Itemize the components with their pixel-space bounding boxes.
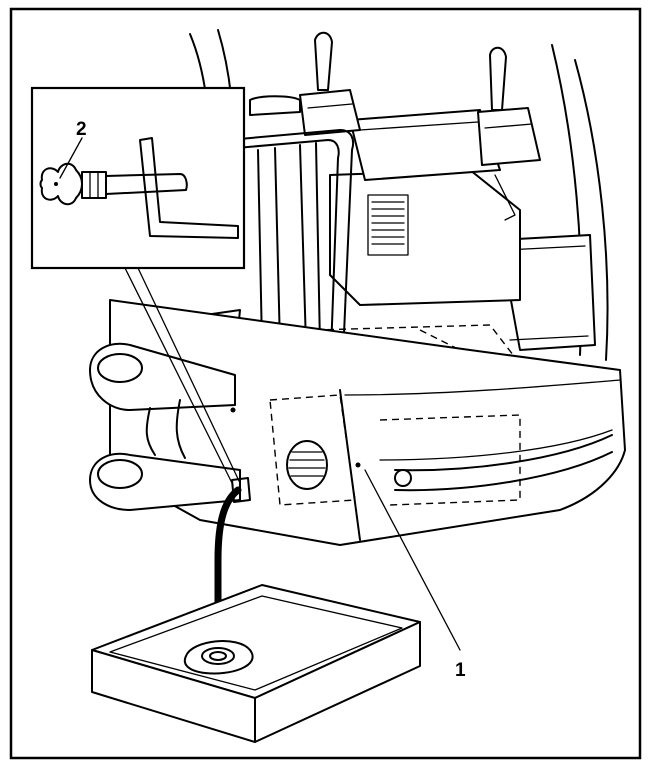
callout-1-label: 1 [455,660,466,681]
vent-grille [367,194,409,256]
drain-hose [214,477,251,616]
drain-valve-icon [39,137,239,239]
callout-2-label: 2 [76,119,87,140]
leader-line-1 [364,469,461,651]
inset-leader-right [137,267,241,484]
swing-bracket [89,342,241,511]
drain-pan [91,584,421,743]
detail-inset: 2 [30,86,246,270]
handrail [227,95,355,381]
inset-leader-left [124,267,234,486]
figure-border [9,7,642,760]
joystick-left [299,31,361,136]
excavator-illustration [89,29,626,743]
side-vent [286,440,328,490]
joystick-right [477,46,541,221]
